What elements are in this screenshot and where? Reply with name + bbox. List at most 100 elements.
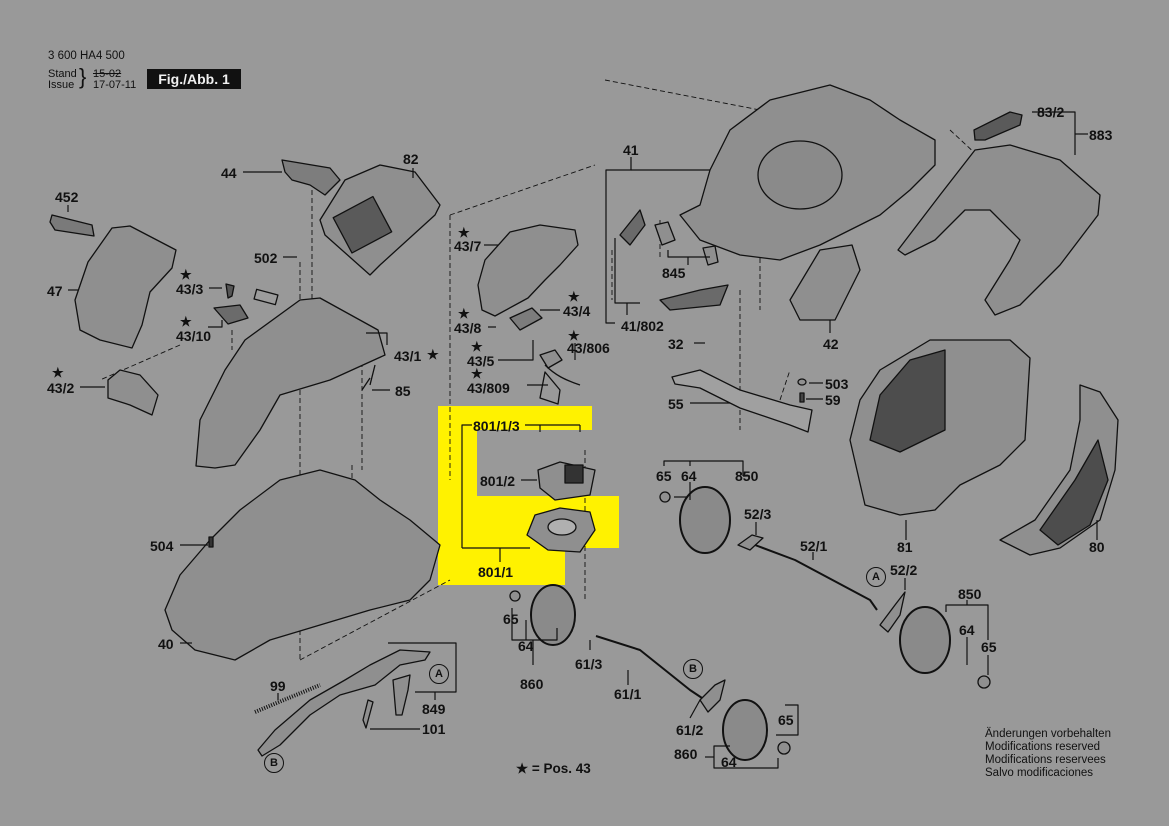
part-99-spring [254, 683, 321, 714]
part-845-clip-b [702, 245, 719, 266]
star-legend-text: = Pos. 43 [531, 761, 591, 776]
part-59-screw [799, 392, 805, 403]
document-number: 3 600 HA4 500 [48, 50, 125, 62]
part-label-sticker [253, 288, 279, 306]
label-65-rear-right: 65 [981, 639, 997, 655]
part-55-blade [671, 369, 813, 433]
label-65-front-right: 65 [778, 712, 794, 728]
part-43-1-handle [195, 297, 386, 469]
label-801-2: 801/2 [480, 473, 516, 489]
wheel-860-front-left [530, 584, 576, 646]
label-502: 502 [254, 250, 278, 266]
part-52-3-bracket [737, 534, 764, 551]
disclaimer-en: Modifications reserved [985, 741, 1101, 753]
label-52-2: 52/2 [890, 562, 918, 578]
part-65-cap-d [777, 741, 791, 755]
part-47-cover [74, 225, 177, 349]
label-43-1: 43/1 [394, 348, 422, 364]
part-81-mesh [869, 349, 946, 453]
leader-lines [67, 111, 1098, 769]
star-43-4: ★ [568, 289, 580, 304]
star-43-3: ★ [180, 267, 192, 282]
part-801-1-rotor [547, 518, 577, 536]
star-43-8: ★ [458, 306, 470, 321]
part-65-cap-c [509, 590, 521, 602]
star-43-806: ★ [568, 328, 580, 343]
wheel-860-front-right [722, 699, 768, 761]
star-symbol: ★ [516, 761, 529, 776]
part-61-1-axle [595, 635, 706, 701]
label-64-rear-right: 64 [959, 622, 975, 638]
part-849-clip [392, 674, 411, 716]
label-47: 47 [47, 283, 63, 299]
part-43-809-wiring [539, 364, 581, 405]
part-65-cap-b [977, 675, 991, 689]
label-42: 42 [823, 336, 839, 352]
label-59: 59 [825, 392, 841, 408]
part-452-badge [49, 214, 95, 237]
part-883-handle [897, 144, 1101, 316]
issue-date: 17-07-11 [93, 79, 137, 91]
brace: } [79, 64, 87, 89]
label-43-3: 43/3 [176, 281, 204, 297]
label-850-rear-right: 850 [958, 586, 982, 602]
label-503: 503 [825, 376, 849, 392]
label-44: 44 [221, 165, 237, 181]
wheel-850-rear-right [899, 606, 951, 674]
label-64-rear-left: 64 [681, 468, 697, 484]
label-43-10: 43/10 [176, 328, 212, 344]
star-legend: ★ = Pos. 43 [516, 761, 591, 777]
label-64-front-left: 64 [518, 638, 534, 654]
disclaimer: Änderungen vorbehalten Modifications res… [985, 728, 1111, 780]
part-43-806-switch [539, 349, 563, 369]
label-41: 41 [623, 142, 639, 158]
label-52-3: 52/3 [744, 506, 772, 522]
part-504-screw [208, 536, 214, 548]
callout-b-handle: B [264, 753, 284, 773]
label-43-4: 43/4 [563, 303, 591, 319]
label-504: 504 [150, 538, 174, 554]
callout-b-lever: B [683, 659, 703, 679]
label-61-1: 61/1 [614, 686, 642, 702]
star-43-1: ★ [427, 347, 439, 362]
label-43-806: 43/806 [567, 340, 610, 356]
part-83-2-grip [973, 111, 1023, 141]
star-43-7: ★ [458, 225, 470, 240]
label-43-2: 43/2 [47, 380, 75, 396]
part-44-grip [281, 159, 341, 196]
part-43-10-plate [213, 304, 249, 325]
part-65-cap-a [659, 491, 671, 503]
callout-a-lever: A [866, 567, 886, 587]
part-43-7-housing [477, 224, 579, 317]
part-845-clip-a [654, 221, 676, 246]
star-43-5: ★ [471, 339, 483, 354]
part-503-washer [797, 378, 807, 386]
label-43-7: 43/7 [454, 238, 482, 254]
label-99: 99 [270, 678, 286, 694]
star-43-2: ★ [52, 365, 64, 380]
label-55: 55 [668, 396, 684, 412]
part-80-mesh [1039, 439, 1109, 546]
label-82: 82 [403, 151, 419, 167]
part-42-baffle [789, 244, 861, 321]
part-41-802-comb [659, 284, 729, 311]
disclaimer-es: Salvo modificaciones [985, 767, 1094, 779]
label-65-rear-left: 65 [656, 468, 672, 484]
part-52-2-lever [879, 591, 906, 633]
star-43-10: ★ [180, 314, 192, 329]
label-64-front-right: 64 [721, 754, 737, 770]
star-43-809: ★ [471, 366, 483, 381]
label-41-802: 41/802 [621, 318, 664, 334]
part-43-2-switch [107, 369, 159, 416]
part-43-3-key [225, 283, 235, 299]
label-452: 452 [55, 189, 79, 205]
label-65-front-left: 65 [503, 611, 519, 627]
part-52-1-axle [754, 544, 878, 611]
disclaimer-de: Änderungen vorbehalten [985, 728, 1111, 740]
label-32: 32 [668, 336, 684, 352]
label-850-rear-left: 850 [735, 468, 759, 484]
part-41-802-flap [619, 209, 646, 246]
issue-label: Issue [48, 79, 75, 91]
part-41-deck-fan [757, 140, 843, 210]
